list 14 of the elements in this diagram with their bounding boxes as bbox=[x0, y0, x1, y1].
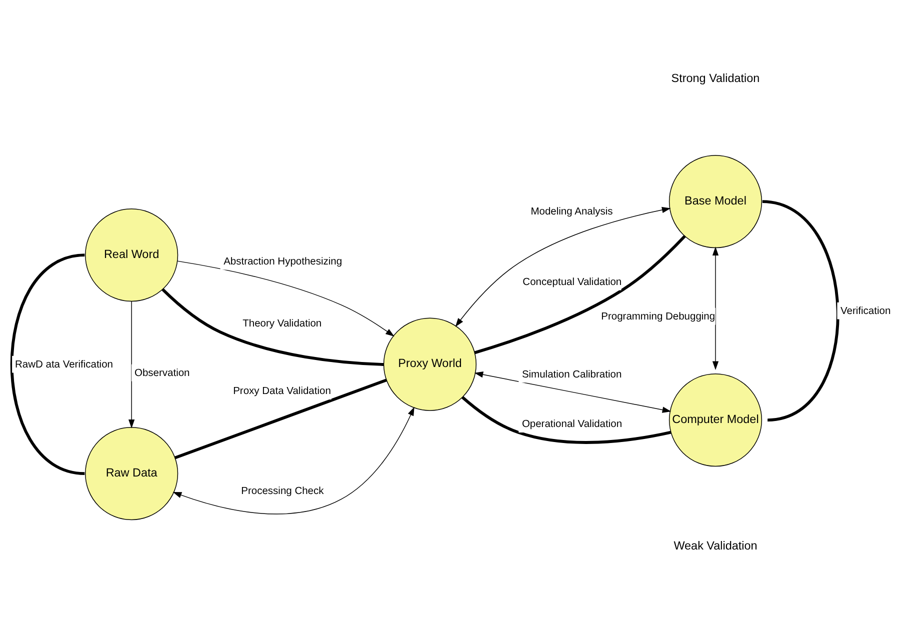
edge-label: Operational Validation bbox=[522, 418, 622, 430]
edge-label: Simulation Calibration bbox=[522, 368, 622, 380]
edge-label: Processing Check bbox=[241, 485, 324, 496]
edge-label: Verification bbox=[840, 305, 891, 316]
label: Weak Validation bbox=[674, 539, 758, 552]
edge-label: Observation bbox=[134, 367, 190, 378]
edge-label: Proxy Data Validation bbox=[233, 386, 331, 397]
edge-label: Conceptual Validation bbox=[522, 276, 622, 288]
edge-label: RawD ata Verification bbox=[14, 358, 113, 370]
edge-label: Modeling Analysis bbox=[530, 206, 613, 218]
edge-label: Theory Validation bbox=[242, 318, 322, 330]
label: Strong Validation bbox=[671, 71, 760, 84]
edge-label: Abstraction Hypothesizing bbox=[224, 256, 342, 267]
edge-label: Programming Debugging bbox=[601, 310, 716, 322]
